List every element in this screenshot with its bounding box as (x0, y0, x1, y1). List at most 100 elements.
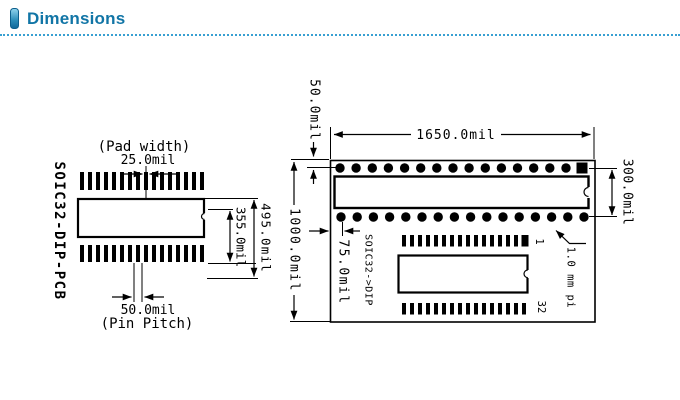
row-spacing-value: 300.0mil (620, 159, 635, 226)
pad (474, 235, 479, 247)
via-pad (480, 163, 490, 173)
via-pad (496, 163, 507, 173)
via-pad (545, 163, 555, 173)
pad (88, 245, 93, 262)
pad (168, 245, 173, 262)
pitch-note: 1.0 mm pi (565, 247, 577, 308)
via-pad (384, 212, 395, 222)
via-pad (399, 163, 410, 173)
via-pad (579, 212, 589, 222)
pad (426, 303, 431, 315)
pad (80, 245, 85, 262)
section-header: Dimensions (0, 0, 680, 36)
via-pad (433, 212, 443, 222)
pad (458, 235, 463, 247)
via-pad (482, 212, 492, 222)
pad (418, 235, 423, 247)
pad (434, 303, 439, 315)
pad (410, 235, 415, 247)
smd-top-row (402, 235, 519, 247)
pad (200, 172, 205, 190)
pad (184, 172, 189, 190)
pad (498, 303, 503, 315)
pin1-label: 1 (533, 238, 545, 244)
left-board-label: SOIC32-DIP-PCB (51, 161, 67, 300)
via-pad (530, 212, 541, 222)
smd-pin1-pad (521, 235, 529, 247)
pad-span-value: 355.0mil (234, 207, 249, 267)
pad (160, 245, 165, 262)
pad (506, 303, 511, 315)
pad (112, 245, 117, 262)
via-pad (367, 163, 377, 173)
pad (152, 245, 157, 262)
via-bottom-row (336, 212, 589, 222)
via-pad (514, 212, 524, 222)
pad (458, 303, 463, 315)
pad (466, 303, 471, 315)
pad-width-value: 25.0mil (121, 153, 176, 168)
via-top-row (335, 163, 571, 173)
pad (136, 172, 141, 190)
pad (128, 172, 133, 190)
pad (192, 245, 197, 262)
left-board-notch (200, 212, 205, 221)
pad (442, 235, 447, 247)
pad (474, 303, 479, 315)
pin-pitch-caption: (Pin Pitch) (101, 316, 194, 332)
via-pad (368, 212, 379, 222)
pad (96, 245, 101, 262)
via-pad (529, 163, 539, 173)
pad (434, 235, 439, 247)
right-drawing: 1650.0mil 50.0mil 1000.0mil 75.0mil 300.… (287, 79, 635, 323)
right-board-height-value: 1000.0mil (287, 208, 302, 292)
smd-bottom-row (402, 303, 527, 315)
pad (506, 235, 511, 247)
pad (482, 235, 487, 247)
pad (88, 172, 93, 190)
via-pad (383, 163, 394, 173)
pad (466, 235, 471, 247)
via-pad (465, 212, 476, 222)
pad (442, 303, 447, 315)
socket-notch (583, 186, 589, 198)
pad (426, 235, 431, 247)
pad (490, 235, 495, 247)
pad (450, 235, 455, 247)
left-board-height-value: 495.0mil (259, 203, 274, 273)
ic-outline (397, 254, 529, 294)
via-pad (352, 212, 362, 222)
page-title: Dimensions (27, 8, 126, 28)
edge-to-row-value: 50.0mil (307, 79, 322, 141)
edge-to-col-value: 75.0mil (336, 239, 351, 304)
pad (152, 172, 157, 190)
via-pad (512, 163, 523, 173)
pad (184, 245, 189, 262)
via-pad (563, 212, 573, 222)
left-drawing: SOIC32-DIP-PCB (Pad width) 25.0mil 355.0… (51, 139, 274, 332)
pad (176, 172, 181, 190)
pad (498, 235, 503, 247)
left-top-pad-row (80, 172, 205, 190)
via-pad (498, 212, 508, 222)
pin32-label: 32 (535, 301, 547, 314)
pad (144, 245, 149, 262)
left-board-outline (76, 197, 206, 239)
pad (200, 245, 205, 262)
pad (192, 172, 197, 190)
pad (176, 245, 181, 262)
via-pad (416, 163, 426, 173)
board-width-value: 1650.0mil (416, 128, 495, 143)
pad (514, 303, 519, 315)
pin1-square-pad (576, 162, 588, 174)
via-pad (417, 212, 427, 222)
pin-pitch-value: 50.0mil (121, 303, 176, 318)
bullet-pill-icon (10, 8, 19, 29)
via-pad (401, 212, 411, 222)
pad (112, 172, 117, 190)
ic-notch (523, 269, 528, 279)
via-pad (464, 163, 474, 173)
pad (450, 303, 455, 315)
via-pad (335, 163, 345, 173)
